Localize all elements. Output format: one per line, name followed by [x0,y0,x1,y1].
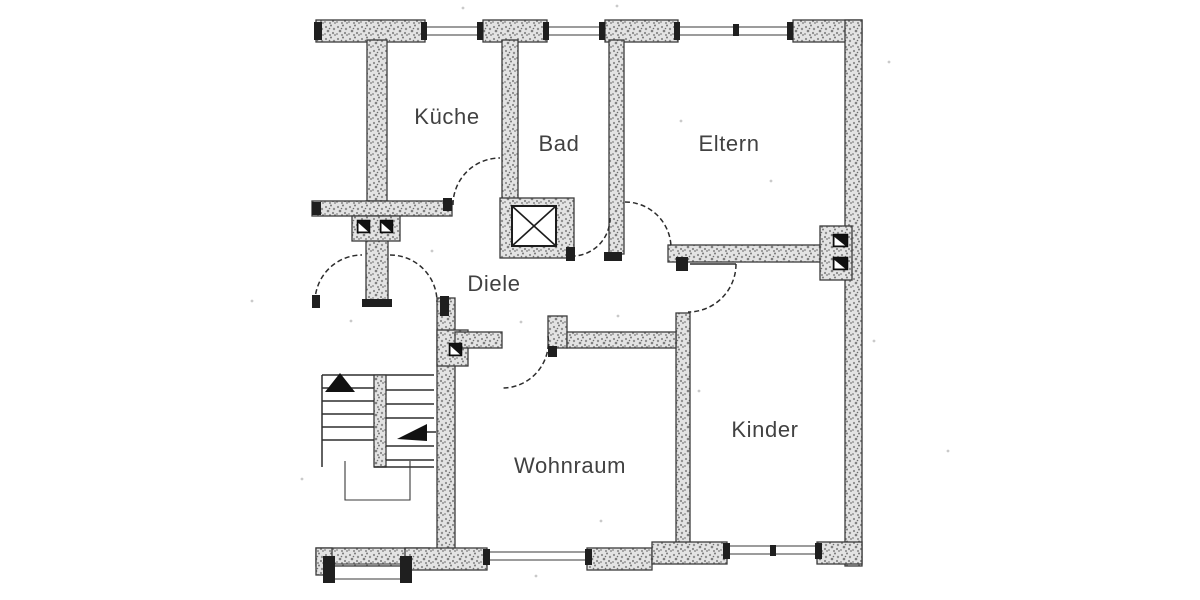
wall-segment [404,547,488,571]
window-jamb-tick [421,22,427,40]
stair-landing-outline [344,461,411,501]
room-label-eltern: Eltern [698,131,759,156]
door-stop-wohnraum [548,346,557,357]
door-arc-bad [573,217,611,257]
ventilation-shaft-icon [511,205,557,247]
chimney-flue-icon [448,342,463,357]
wall-bad-west [501,39,519,201]
chimney-flue-icon [832,256,849,271]
wall-corner-se [816,541,863,565]
room-label-wohnraum: Wohnraum [514,453,626,478]
door-stop-eltern [604,252,622,261]
door-jamb-entrance-left [312,295,320,308]
window-openings-bottom [323,543,822,583]
wall-eltern-south [667,244,829,263]
wall-end-cap [314,22,322,40]
doors [312,157,737,389]
stair-down-arrow-icon [397,424,427,441]
window-jamb-tick [585,549,592,565]
window-jamb-tick [674,22,680,40]
wall-kueche-west [366,39,388,204]
bay-window-post [400,556,412,583]
door-arc-eltern [624,201,672,249]
door-arc-kinder [687,263,737,313]
door-arc-entrance-right [389,254,438,303]
wall-kueche-south [311,200,453,217]
bay-window-post [323,556,335,583]
door-stop-kinder [676,257,688,271]
wall-wohnraum-north-b [566,331,677,349]
window-openings-top [421,22,793,40]
outer-wall-top [314,19,863,43]
chimney-flues [356,219,849,357]
wall-wohnraum-north-a [454,331,503,349]
room-label-kueche: Küche [414,104,479,129]
door-arc-kueche [452,157,501,206]
wall-segment [586,547,653,571]
wall-segment [315,19,426,43]
room-labels: Küche Bad Eltern Diele Wohnraum Kinder [414,104,798,478]
room-label-kinder: Kinder [731,417,798,442]
wall-segment [604,19,679,43]
wall-eltern-west [608,39,625,255]
window-jamb-tick [543,22,549,40]
window-jamb-tick [477,22,483,40]
staircase [321,373,436,501]
window-jamb-tick [483,549,490,565]
window-mullion-tick [770,545,776,556]
chimney-flue-icon [832,233,849,248]
door-arc-wohnraum [502,335,550,389]
shaft-cross-line [511,205,557,247]
room-label-diele: Diele [467,271,520,296]
interior-walls-vertical [362,39,691,561]
door-stop-bad [566,247,575,261]
window-mullion-tick [733,24,739,36]
wall-wohnraum-door-stub [547,315,568,349]
scan-noise [250,4,950,578]
window-jamb-tick [787,22,793,40]
window-jamb-tick [723,543,730,559]
window-jamb-tick [815,543,822,559]
entrance-pier-cap [362,299,392,307]
wall-segment [651,541,728,565]
chimney-flue-icon [379,219,394,234]
door-jamb-entrance-right [440,296,449,316]
wall-end-cap [312,202,321,215]
chimney-flue-icon [356,219,371,234]
stair-spine-wall [373,374,387,468]
door-arc-entrance-left [314,254,363,303]
outer-wall-right [844,19,863,567]
wall-kinder-west [675,312,691,561]
room-label-bad: Bad [539,131,580,156]
window-jamb-tick [599,22,605,40]
wall-segment [482,19,548,43]
outer-wall-bottom [315,541,863,576]
door-stop-kueche [443,198,452,211]
stair-up-arrow-icon [325,373,355,392]
